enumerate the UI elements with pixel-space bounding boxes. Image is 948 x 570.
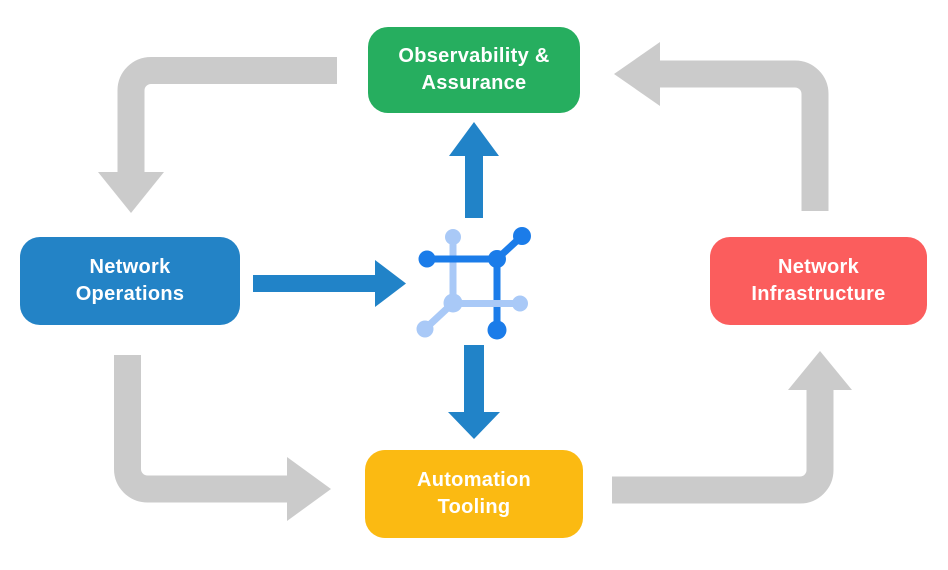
node-automation-tooling: Automation Tooling <box>365 450 583 538</box>
arrow-observability-to-operations-head <box>98 172 164 213</box>
node-network-operations: Network Operations <box>20 237 240 325</box>
icon-bottom-dot <box>487 320 507 340</box>
gray-cycle-arrows <box>98 42 852 521</box>
blue-arrows <box>253 122 500 439</box>
arrow-operations-to-automation-head <box>287 457 331 521</box>
node-network-infrastructure: Network Infrastructure <box>710 237 927 325</box>
arrow-icon-to-automation-head <box>448 412 500 439</box>
icon-topright-corner-node <box>488 250 506 268</box>
node-network-operations-label: Network Operations <box>75 256 185 305</box>
icon-bottomleft-dot <box>416 320 434 338</box>
icon-topright-dot <box>513 227 531 245</box>
arrow-infrastructure-to-observability-head <box>614 42 660 106</box>
network-chip-icon <box>416 227 531 340</box>
node-observability: Observability & Assurance <box>368 27 580 113</box>
icon-top-dot <box>445 229 461 245</box>
arrow-operations-to-automation-shaft <box>114 355 289 503</box>
arrow-automation-to-infrastructure-shaft <box>612 389 834 504</box>
arrow-icon-to-observability-shaft <box>465 155 483 218</box>
arrow-observability-to-operations-shaft <box>117 57 337 174</box>
arrow-icon-to-automation-shaft <box>464 345 484 413</box>
arrow-icon-to-observability-head <box>449 122 499 156</box>
arrow-operations-to-icon-shaft <box>253 275 375 292</box>
arrow-operations-to-icon-head <box>375 260 406 307</box>
node-network-infrastructure-label: Network Infrastructure <box>751 256 886 305</box>
node-automation-tooling-label: Automation Tooling <box>416 469 532 518</box>
arrow-infrastructure-to-observability-shaft <box>659 60 829 211</box>
arrow-automation-to-infrastructure-head <box>788 351 852 390</box>
icon-right-dot <box>512 295 528 312</box>
node-observability-label: Observability & Assurance <box>398 45 550 94</box>
icon-left-dot <box>418 250 436 268</box>
